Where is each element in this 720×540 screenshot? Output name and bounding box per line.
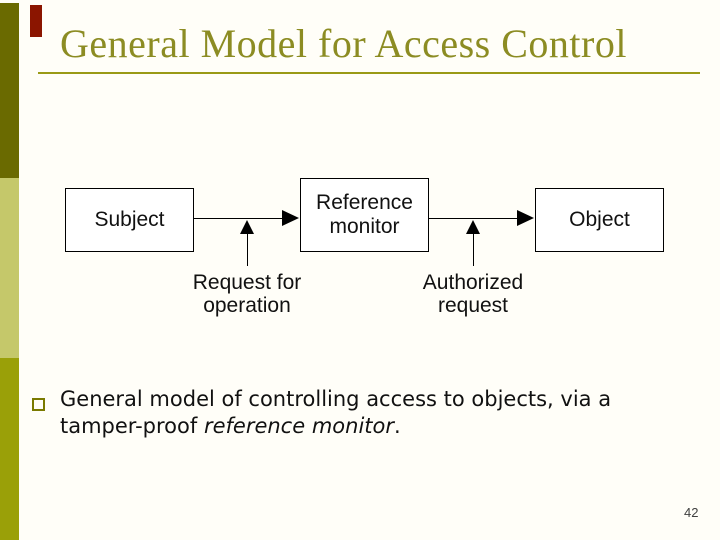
bullet-text-line-2: tamper-proof reference monitor. [60,413,716,440]
accent-bar-middle-segment [0,178,19,358]
diagram-box-subject-label: Subject [94,208,165,232]
page-number: 42 [684,505,699,520]
diagram-box-reference-monitor-label: Reference monitor [316,191,413,238]
accent-red-rect [30,5,42,37]
arrow-subject-to-monitor-line [193,218,284,219]
arrow-monitor-to-object-line [428,218,519,219]
bullet-square-icon [32,398,45,411]
bullet-text-line2-post: . [394,414,401,438]
arrow-request-up-head-icon [240,220,254,234]
arrow-monitor-to-object-head-icon [517,210,534,226]
diagram-box-subject: Subject [65,188,194,252]
arrow-request-up-line [247,233,248,266]
diagram-box-object-label: Object [569,208,630,232]
bullet-text-line-1: General model of controlling access to o… [60,387,612,411]
arrow-authorized-up-line [473,233,474,266]
accent-bar-bottom-segment [0,358,19,540]
arrow-subject-to-monitor-head-icon [282,210,299,226]
arrow-authorized-up-head-icon [466,220,480,234]
diagram-box-object: Object [535,188,664,252]
bullet-text: General model of controlling access to o… [60,386,716,440]
diagram-box-reference-monitor: Reference monitor [300,178,429,252]
label-authorized-request: Authorized request [422,271,524,317]
label-request-for-operation: Request for operation [192,271,302,317]
bullet-text-line2-italic: reference monitor [203,414,394,438]
bullet-text-line2-pre: tamper-proof [60,414,204,438]
accent-bar-top-segment [0,3,19,178]
slide-title: General Model for Access Control [60,21,627,66]
title-underline-rule [38,72,700,74]
